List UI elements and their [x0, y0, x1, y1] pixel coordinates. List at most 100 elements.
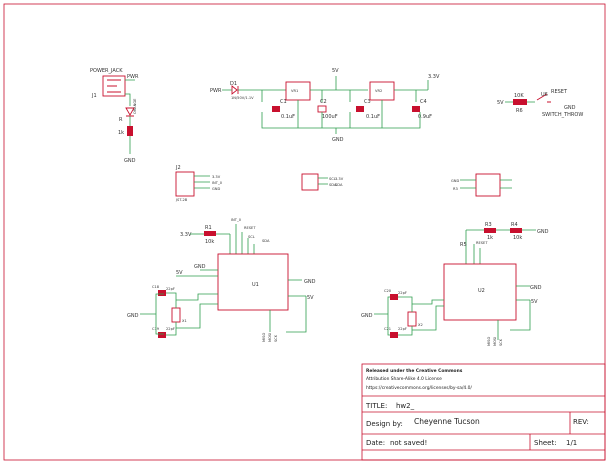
vreg2-label: VR2: [375, 89, 382, 93]
c3-cap: [356, 106, 364, 112]
power-jack-wires: [125, 79, 135, 106]
switch-part: SWITCH_THROW: [542, 112, 583, 118]
power-jack-section: POWER_JACK PWR J1 R ORANGE 1k GND: [90, 68, 139, 164]
c1-cap: [272, 106, 280, 112]
sheet-frame: [3, 3, 606, 461]
rev-label: REV:: [573, 418, 589, 426]
orange-led-color: ORANGE: [133, 98, 137, 114]
license-line1: Released under the Creative Commons: [366, 368, 463, 374]
jst-int0: INT_0: [212, 181, 223, 185]
j2-label: J2: [175, 165, 181, 171]
jst-connector-section: J2 3.3V INT_0 GND JST-2B: [175, 165, 223, 202]
c21-label: C21: [384, 327, 391, 331]
x1-label: X1: [182, 319, 187, 323]
j1-label: J1: [91, 93, 97, 99]
r4-label: R4: [511, 222, 518, 228]
btn-reset-net: RESET: [551, 89, 568, 95]
jst-part: JST-2B: [175, 198, 188, 202]
u1-5v-net: 5V: [307, 295, 314, 301]
u1-gnd-net: GND: [304, 279, 316, 285]
u1-int0-net: INT_0: [231, 218, 242, 222]
regulator-gnd-label: GND: [332, 137, 344, 143]
c3-value: 0.1uF: [366, 114, 380, 120]
vreg1-wires: [261, 89, 368, 128]
u1-5v-left: 5V: [176, 270, 183, 276]
c2-cap: [317, 105, 327, 113]
c21-cap: [390, 332, 398, 338]
u2-right-wires: [497, 285, 531, 340]
c18-label: C18: [152, 285, 160, 289]
r1-label: R1: [205, 225, 212, 231]
u1-left-wires: [176, 269, 218, 277]
date-value: not saved!: [390, 439, 427, 447]
title-label: TITLE:: [365, 402, 387, 410]
sensor-section: SCL SDA 3.3V SDA: [301, 173, 344, 191]
x2-crystal: [407, 311, 417, 327]
x1-gnd-net: GND: [127, 313, 139, 319]
u1-sda-net: SDA: [262, 239, 270, 243]
sheet-value: 1/1: [566, 439, 577, 447]
vreg1-label: VR1: [291, 89, 298, 93]
r3-label: R3: [485, 222, 492, 228]
u1-gnd-left: GND: [194, 264, 206, 270]
d1-label: D1: [230, 81, 237, 87]
power-jack-label: POWER_JACK: [90, 68, 123, 74]
r1-value: 10k: [205, 239, 214, 245]
c4-label: C4: [420, 99, 427, 105]
u1-sck: SCK: [274, 334, 278, 342]
u2-top-wires: [465, 229, 536, 264]
power-jack-pins: [107, 79, 121, 93]
u2-sck: SCK: [499, 338, 503, 346]
r5-label: R5: [460, 242, 467, 248]
date-label: Date:: [366, 439, 385, 447]
u2-gnd-top: GND: [537, 229, 549, 235]
prog-rx-label: R3: [453, 187, 458, 191]
led-resistor-value: 1k: [118, 130, 124, 136]
c1-label: C1: [280, 99, 287, 105]
u1-chip: [217, 253, 289, 311]
u2-5v-net: 5V: [531, 299, 538, 305]
u2-mosi: MOSI: [493, 337, 497, 346]
orange-led-label: R: [119, 117, 123, 123]
u2-label: U2: [478, 288, 485, 294]
d1-value: 1N/50V/1.1V: [231, 96, 254, 100]
reset-button-section: 5V 10K R6 U6 RESET GND SWITCH_THROW: [497, 89, 583, 118]
prog-gnd-label: GND: [451, 179, 459, 183]
u2-reset-net: RESET: [476, 241, 488, 245]
x2-gnd-net: GND: [361, 313, 373, 319]
led-gnd-label: GND: [124, 158, 136, 164]
c2-value: 100uF: [322, 114, 338, 120]
d1-diode: [231, 85, 239, 95]
c3-label: C3: [364, 99, 371, 105]
design-label: Design by:: [366, 420, 403, 428]
jst-symbol: [175, 171, 195, 197]
led-resistor: [127, 126, 133, 136]
r1-resistor: [204, 231, 216, 236]
r3-resistor: [484, 228, 496, 233]
v5-net-label: 5V: [332, 68, 339, 74]
power-jack-pwr-label: PWR: [127, 74, 139, 80]
u2-gnd-net: GND: [530, 285, 542, 291]
x1-crystal: [171, 307, 181, 323]
c21-value: 22pF: [398, 327, 407, 331]
vreg2-wires: [381, 89, 428, 128]
x2-label: X2: [418, 323, 423, 327]
sensor-sda: SDA: [329, 183, 337, 187]
u1-right-wires: [269, 279, 307, 333]
u1-scl-net: SCL: [248, 235, 255, 239]
r6-label: R6: [516, 108, 523, 114]
design-value: Cheyenne Tucson: [414, 417, 480, 426]
prog-header-symbol: [475, 173, 501, 197]
prog-header-wires: [460, 179, 512, 189]
x2-wires: [374, 296, 444, 336]
mcu-u1-section: 3.3V R1 10k INT_0 RESET SCL SDA U1 GND 5…: [127, 218, 316, 342]
u2-chip: [443, 263, 517, 321]
r6-value: 10K: [514, 93, 524, 99]
sheet-label: Sheet:: [534, 439, 557, 447]
c19-cap: [158, 332, 166, 338]
c1-value: 0.1uF: [281, 114, 295, 120]
jst-v33: 3.3V: [212, 175, 221, 179]
v33-net-label: 3.3V: [428, 74, 440, 80]
switch-symbol: [536, 93, 551, 103]
